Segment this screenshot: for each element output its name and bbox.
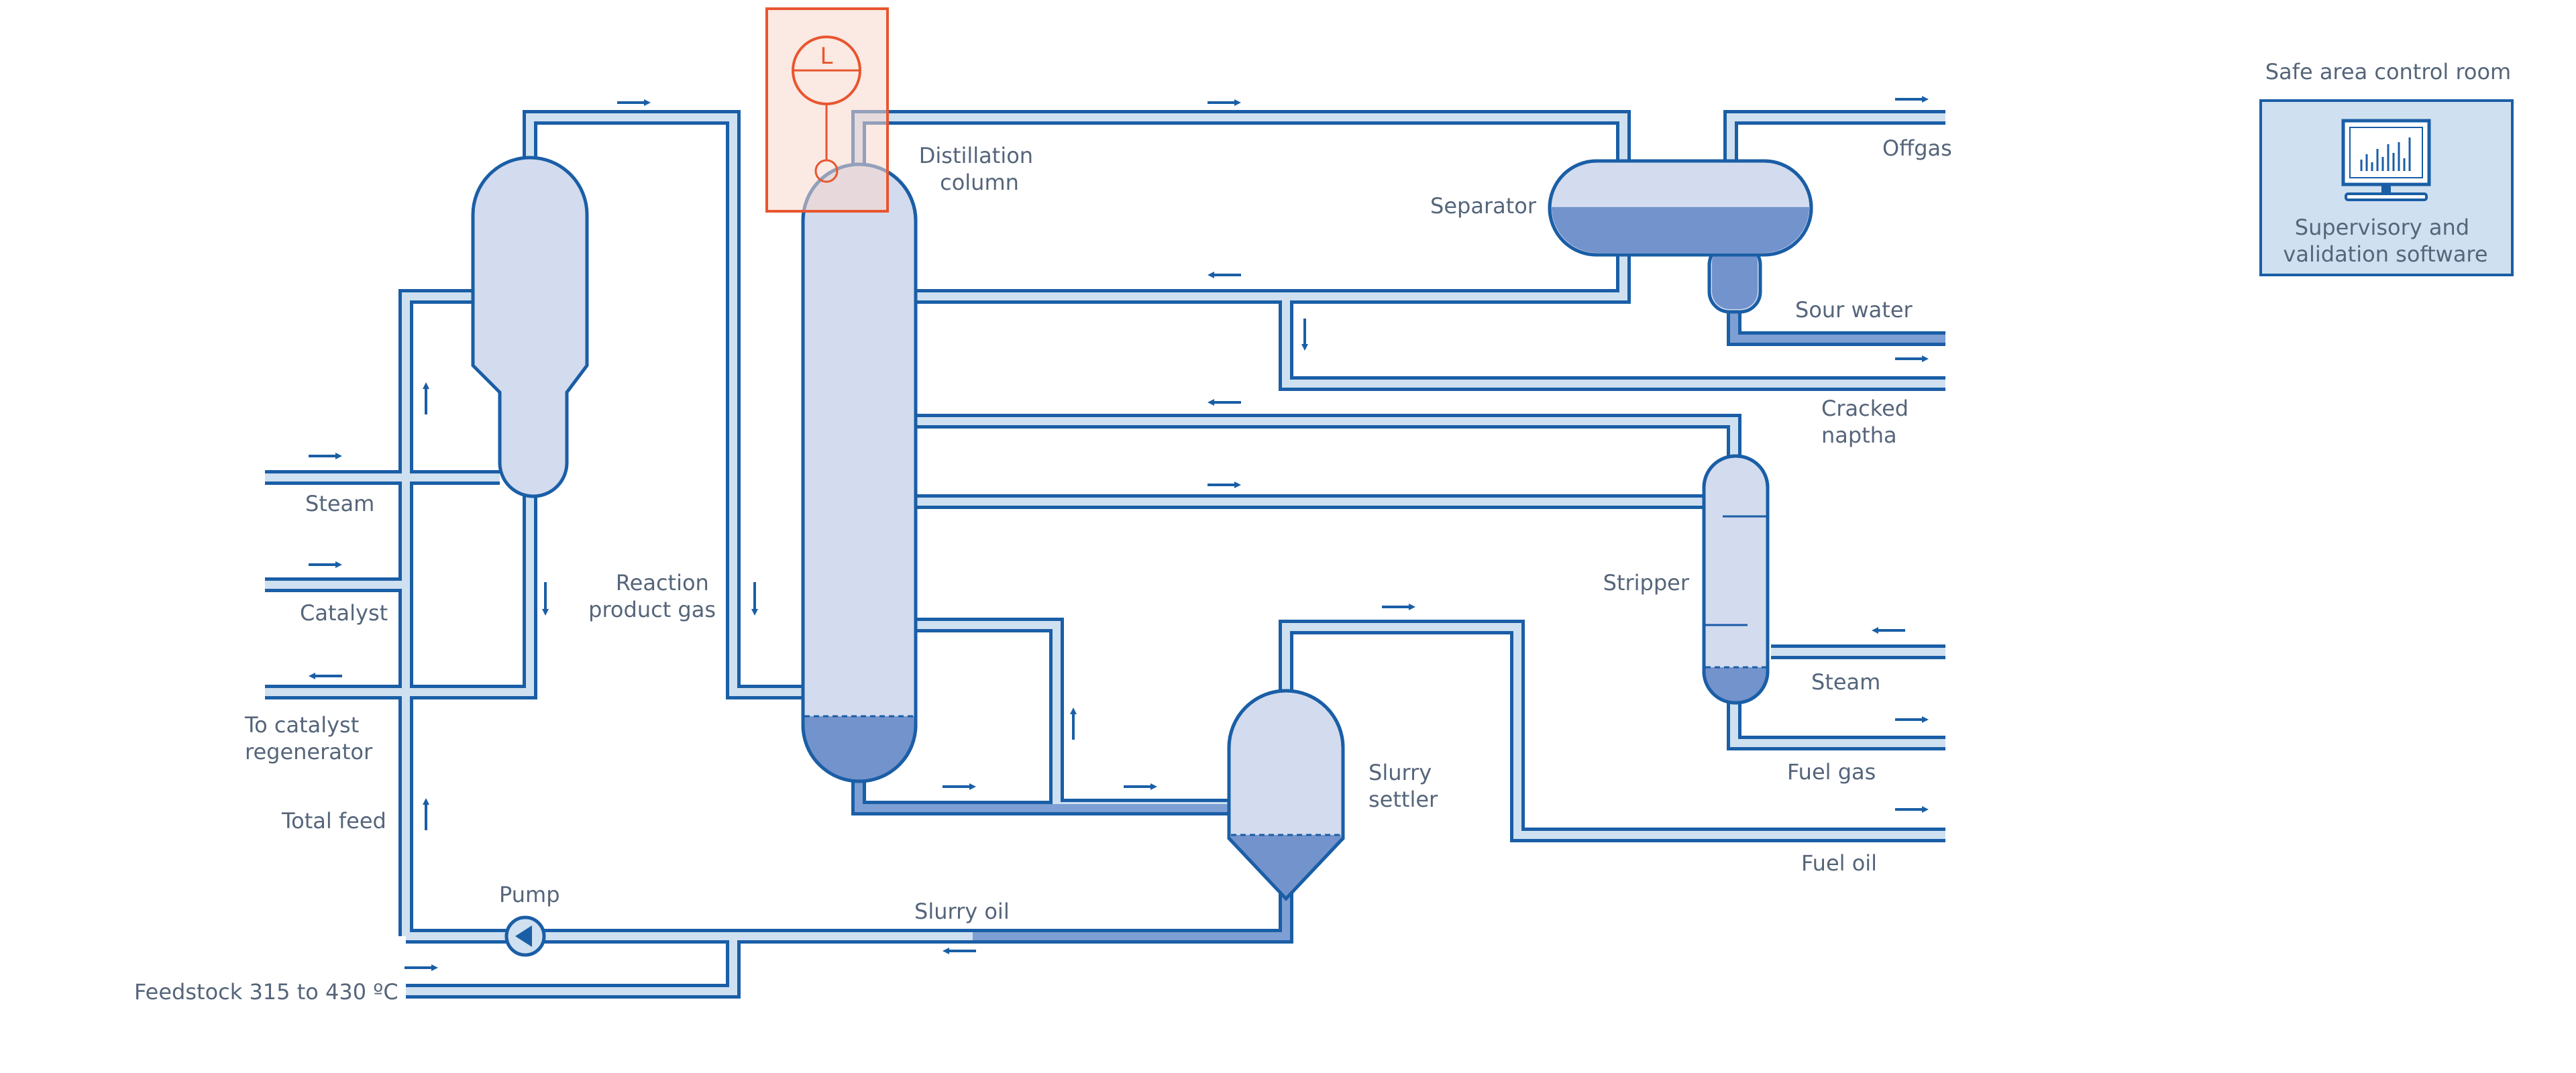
reactor-vessel (471, 156, 589, 498)
flow-arrow-icon (1208, 482, 1241, 488)
instrument-tag: L (820, 43, 833, 70)
label-fuel-oil: Fuel oil (1801, 850, 1877, 876)
control-room-caption: Supervisory and validation software (2283, 215, 2487, 267)
distillation-column (801, 162, 918, 783)
flow-arrow-icon (1070, 708, 1077, 740)
label-separator: Separator (1430, 193, 1537, 219)
flow-arrow-icon (1301, 319, 1308, 351)
label-total-feed: Total feed (281, 808, 386, 834)
pipe-fills (265, 113, 1945, 995)
liquid-pipe-fills (855, 305, 1945, 940)
label-offgas: Offgas (1882, 135, 1952, 161)
label-catalyst: Catalyst (300, 600, 388, 626)
label-distillation-column: Distillation column (919, 143, 1040, 195)
label-pump: Pump (499, 882, 560, 907)
column-liquid (804, 716, 914, 780)
flow-arrow-icon (1895, 716, 1929, 723)
flow-arrow-icon (751, 582, 758, 616)
flow-arrow-icon (309, 673, 342, 679)
label-steam-left: Steam (305, 491, 374, 516)
separator-vessel (1548, 159, 1813, 314)
flow-arrow-icon (405, 964, 438, 971)
flow-arrow-icon (1895, 806, 1929, 813)
stripper-vessel (1702, 454, 1770, 705)
flow-arrow-icon (1895, 96, 1929, 103)
flow-arrow-icon (617, 99, 651, 106)
flow-arrow-icon (943, 783, 976, 790)
flow-arrow-icon (1872, 627, 1905, 634)
label-slurry-settler: Slurry settler (1368, 760, 1438, 812)
control-room-title: Safe area control room (2265, 59, 2511, 84)
flow-arrow-icon (309, 561, 342, 568)
label-stripper: Stripper (1603, 570, 1690, 596)
label-feedstock: Feedstock 315 to 430 ºC (134, 979, 398, 1005)
label-to-catalyst-regenerator: To catalyst regenerator (244, 712, 373, 765)
label-sour-water: Sour water (1795, 297, 1913, 323)
labels: Steam Catalyst To catalyst regenerator T… (134, 135, 1952, 1005)
label-fuel-gas: Fuel gas (1787, 759, 1876, 785)
flow-arrow-icon (423, 382, 429, 414)
pump (504, 915, 546, 957)
flow-arrow-icon (1208, 272, 1241, 278)
label-slurry-oil: Slurry oil (914, 899, 1010, 924)
control-room: Safe area control room Supervisory and (2259, 59, 2514, 276)
flow-arrow-icon (542, 582, 549, 616)
flow-arrow-icon (1208, 399, 1241, 406)
label-cracked-naptha: Cracked naptha (1821, 396, 1915, 448)
flow-arrow-icon (943, 948, 976, 954)
flow-arrow-icon (423, 798, 429, 830)
label-reaction-product-gas: Reaction product gas (588, 570, 716, 622)
flow-arrow-icon (1208, 99, 1241, 106)
flow-arrow-icon (309, 453, 342, 459)
flow-arrow-icon (1382, 604, 1415, 610)
label-steam-right: Steam (1811, 669, 1880, 695)
flow-arrow-icon (1124, 783, 1157, 790)
level-instrument: L (765, 7, 889, 213)
slurry-settler-vessel (1227, 689, 1345, 901)
flow-arrows (309, 96, 1929, 971)
flow-arrow-icon (1895, 355, 1929, 362)
computer-monitor-icon (2341, 119, 2431, 201)
